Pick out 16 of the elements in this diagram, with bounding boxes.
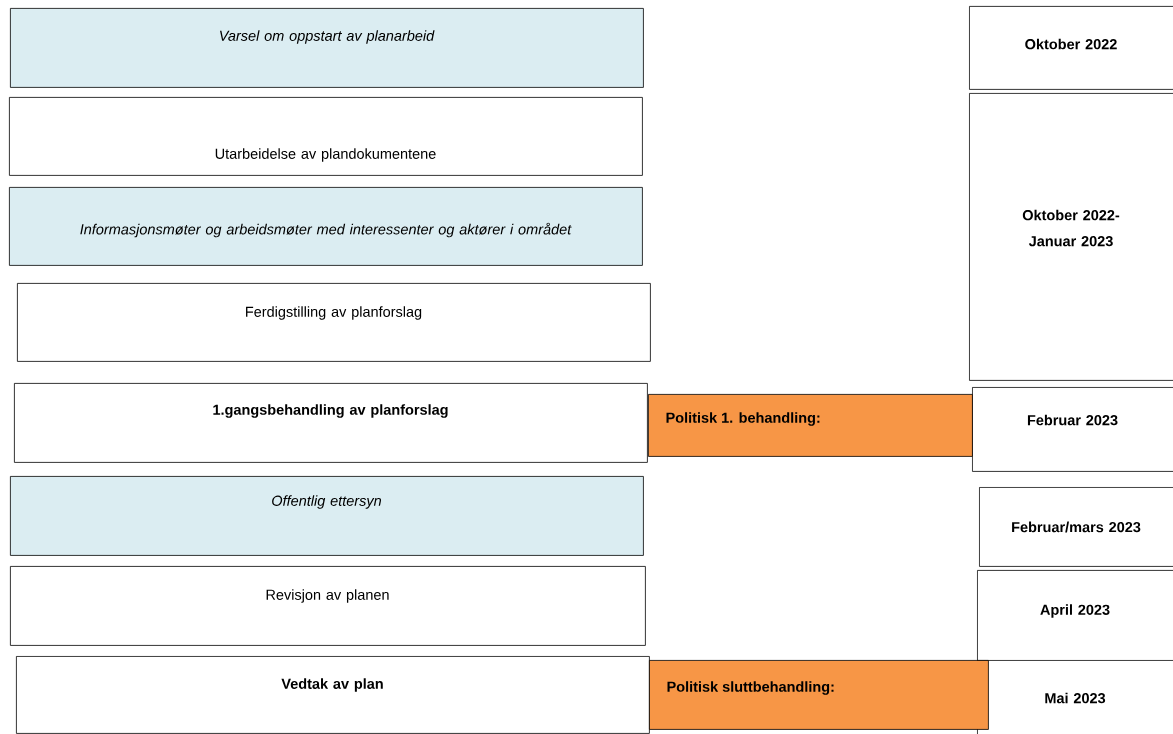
step-box: Ferdigstilling av planforslag bbox=[17, 283, 651, 362]
step-box: Utarbeidelse av plandokumentene bbox=[9, 97, 643, 176]
date-box: Februar 2023 bbox=[972, 387, 1173, 472]
date-box: Oktober 2022 bbox=[969, 6, 1173, 90]
date-box: April 2023 bbox=[977, 570, 1173, 662]
step-box: Vedtak av plan bbox=[16, 656, 650, 734]
step-box: Offentlig ettersyn bbox=[10, 476, 644, 556]
date-box: Mai 2023 bbox=[977, 660, 1173, 734]
meeting-bar: Politisk 1. behandling: bbox=[648, 394, 973, 457]
step-box: Informasjonsmøter og arbeidsmøter med interessenter og aktører i området bbox=[9, 187, 643, 266]
date-box: Oktober 2022- Januar 2023 bbox=[969, 93, 1173, 381]
step-box: Varsel om oppstart av planarbeid bbox=[10, 8, 644, 88]
step-box: 1.gangsbehandling av planforslag bbox=[14, 383, 648, 463]
meeting-bar: Politisk sluttbehandling: bbox=[649, 660, 989, 730]
date-box: Februar/mars 2023 bbox=[979, 487, 1173, 567]
step-box: Revisjon av planen bbox=[10, 566, 646, 646]
